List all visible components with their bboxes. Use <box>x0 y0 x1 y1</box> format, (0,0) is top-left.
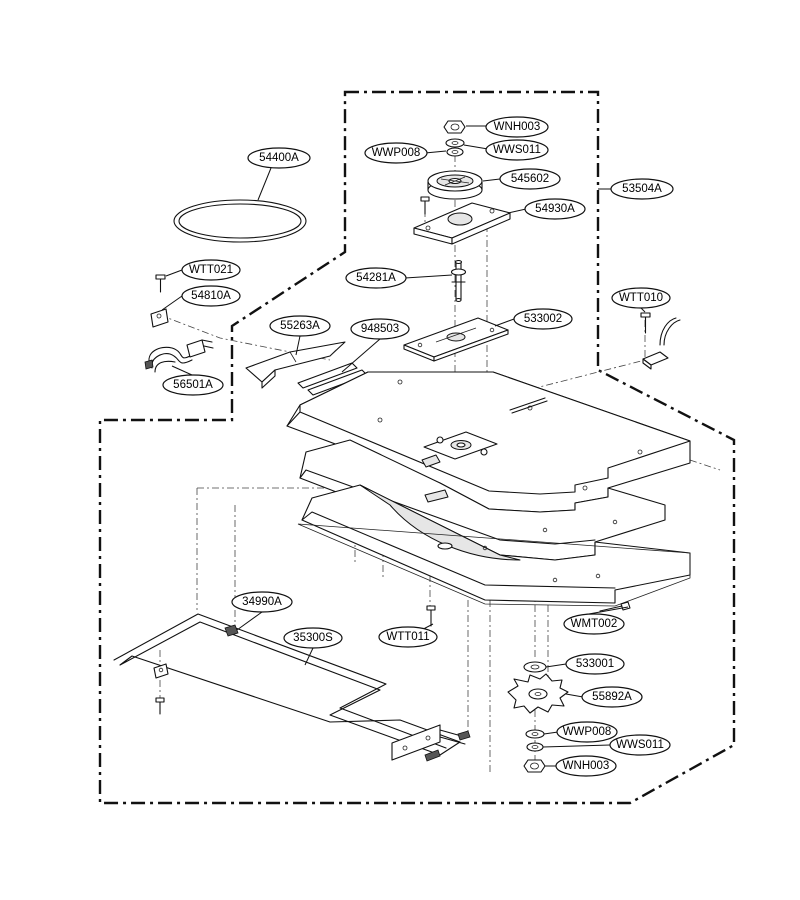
label-wmt002: WMT002 <box>563 613 625 635</box>
screw-wtt011 <box>426 605 436 627</box>
belt-54400A <box>173 199 307 243</box>
label-wwp008-bottom: WWP008 <box>556 721 618 743</box>
washer-bottom <box>525 729 545 752</box>
svg-text:533001: 533001 <box>576 658 614 670</box>
svg-text:WNH003: WNH003 <box>494 121 541 133</box>
label-54281A: 54281A <box>345 267 407 289</box>
base-sheet <box>297 523 691 607</box>
label-56501A: 56501A <box>162 374 224 396</box>
cover-plate-top <box>286 371 691 513</box>
clip-34990A <box>224 624 239 637</box>
bottom-plate <box>301 484 691 604</box>
svg-text:55892A: 55892A <box>592 691 632 703</box>
svg-text:53504A: 53504A <box>622 183 662 195</box>
label-35300S: 35300S <box>283 627 343 649</box>
svg-text:34990A: 34990A <box>242 596 282 608</box>
screw-heater <box>155 697 165 715</box>
nut-top <box>443 120 466 134</box>
svg-text:WMT002: WMT002 <box>571 618 618 630</box>
svg-text:545602: 545602 <box>511 173 549 185</box>
pulley-545602 <box>427 170 483 200</box>
svg-text:35300S: 35300S <box>293 632 333 644</box>
label-533002: 533002 <box>513 308 573 330</box>
label-wnh003-bottom: WNH003 <box>555 755 617 777</box>
plate-533002 <box>403 317 509 362</box>
label-533001: 533001 <box>565 653 625 675</box>
svg-text:WTT021: WTT021 <box>189 264 233 276</box>
label-wwp008-top: WWP008 <box>364 142 428 164</box>
bracket-54930A <box>413 196 511 245</box>
washer-top <box>445 138 465 157</box>
svg-text:948503: 948503 <box>361 323 399 335</box>
svg-text:WTT010: WTT010 <box>619 292 663 304</box>
label-948503: 948503 <box>350 318 410 340</box>
label-wws011-bottom: WWS011 <box>609 734 671 756</box>
label-55263A: 55263A <box>269 315 331 337</box>
svg-text:WWP008: WWP008 <box>563 726 612 738</box>
svg-text:56501A: 56501A <box>173 379 213 391</box>
nut-bottom <box>523 759 546 773</box>
label-wtt021: WTT021 <box>181 259 241 281</box>
svg-text:54400A: 54400A <box>259 152 299 164</box>
label-54930A: 54930A <box>524 198 586 220</box>
svg-text:55263A: 55263A <box>280 320 320 332</box>
shaft-54281A <box>450 259 467 303</box>
sensor-56501A <box>144 339 214 373</box>
label-54810A: 54810A <box>181 285 241 307</box>
assembly-boundary <box>98 90 736 805</box>
svg-text:54281A: 54281A <box>356 272 396 284</box>
label-54400A: 54400A <box>247 147 311 169</box>
bracket-55263A <box>245 341 346 389</box>
svg-text:WWS011: WWS011 <box>616 739 664 751</box>
label-55892A: 55892A <box>581 686 643 708</box>
bracket-54810A <box>150 308 169 328</box>
heater-bracket <box>153 663 169 679</box>
label-wws011-top: WWS011 <box>485 139 549 161</box>
label-wtt010: WTT010 <box>611 287 671 309</box>
svg-text:54930A: 54930A <box>535 203 575 215</box>
svg-text:54810A: 54810A <box>191 290 231 302</box>
label-wnh003-top: WNH003 <box>485 116 549 138</box>
svg-text:533002: 533002 <box>524 313 562 325</box>
terminal-wtt010 <box>640 312 681 370</box>
label-545602: 545602 <box>499 168 561 190</box>
heater-35300S <box>113 613 471 762</box>
svg-text:WWS011: WWS011 <box>493 144 541 156</box>
label-53504A: 53504A <box>610 178 674 200</box>
svg-text:WWP008: WWP008 <box>372 147 421 159</box>
svg-text:WNH003: WNH003 <box>563 760 610 772</box>
strip-948503 <box>297 362 368 396</box>
svg-text:WTT011: WTT011 <box>386 631 429 643</box>
label-34990A: 34990A <box>231 591 293 613</box>
screw-wtt021 <box>155 274 166 293</box>
label-wtt011: WTT011 <box>378 626 438 648</box>
fan-55892A <box>507 673 569 714</box>
coupler-533001 <box>523 661 547 673</box>
